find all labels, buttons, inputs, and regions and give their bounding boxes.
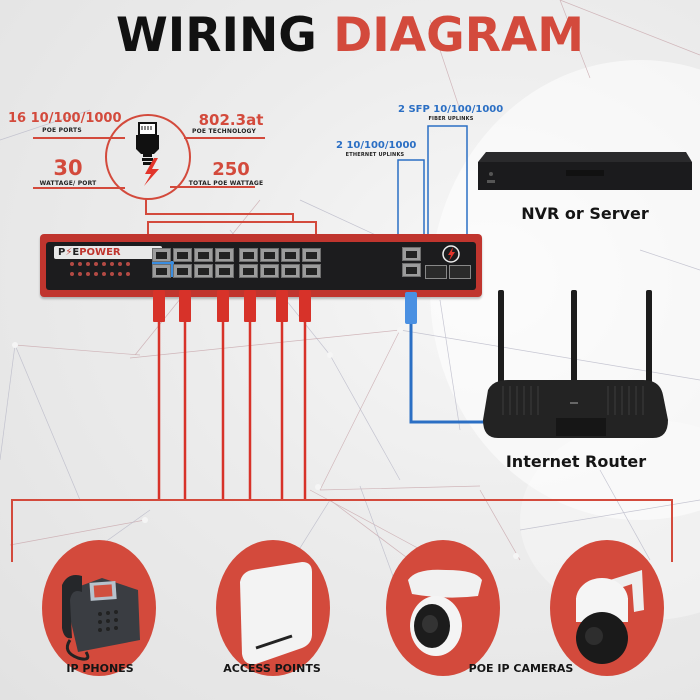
lightning-bolt-icon [442, 245, 460, 263]
nvr-label: NVR or Server [521, 204, 649, 223]
spec-total-wattage-label: TOTAL POE WATTAGE [188, 180, 264, 187]
port-status-led [86, 272, 90, 276]
spec-poe-technology-label: POE TECHNOLOGY [192, 128, 257, 135]
spec-poe-technology-value: 802.3at [198, 111, 264, 129]
uplink-ethernet-value: 2 10/100/1000 [336, 140, 417, 151]
endpoint-label-poe-ip-cameras: POE IP CAMERAS [468, 662, 574, 675]
ptz-camera-icon [576, 570, 644, 664]
poe-port-9[interactable] [152, 264, 171, 278]
uplink-sfp-label: FIBER UPLINKS [428, 116, 474, 122]
sfp-port-1[interactable] [425, 265, 447, 279]
title-part2: DIAGRAM [333, 8, 585, 63]
poe-port-11[interactable] [194, 264, 213, 278]
endpoint-label-ip-phones: IP PHONES [66, 662, 134, 675]
port-status-led [110, 272, 114, 276]
uplink-rj45-port-2[interactable] [402, 263, 421, 277]
poe-cable-plug [299, 290, 311, 322]
spec-wattage-port-label: WATTAGE/ PORT [39, 180, 97, 187]
spec-poe-ports-value: 16 10/100/1000 [8, 111, 122, 126]
port-status-led [78, 262, 82, 266]
spec-poe-ports-label: POE PORTS [42, 127, 82, 134]
poe-port-7[interactable] [281, 248, 300, 262]
router-icon [483, 290, 668, 438]
poe-port-3[interactable] [194, 248, 213, 262]
poe-port-4[interactable] [215, 248, 234, 262]
port-status-led [70, 262, 74, 266]
port-status-led [78, 272, 82, 276]
poe-port-15[interactable] [281, 264, 300, 278]
poe-port-5[interactable] [239, 248, 258, 262]
router-label: Internet Router [505, 452, 647, 471]
sfp-port-2[interactable] [449, 265, 471, 279]
dome-camera-icon [408, 569, 482, 656]
poe-port-12[interactable] [215, 264, 234, 278]
ethernet-plug-lightning-icon [136, 122, 159, 186]
endpoint-label-access-points: ACCESS POINTS [223, 662, 321, 675]
uplink-cable-plug [405, 292, 417, 324]
page-title: WIRING DIAGRAM [0, 8, 700, 63]
poe-port-14[interactable] [260, 264, 279, 278]
poe-cable-plug [217, 290, 229, 322]
port-status-led [126, 262, 130, 266]
poe-cable-plug [244, 290, 256, 322]
port-status-led [102, 262, 106, 266]
port-status-led [102, 272, 106, 276]
uplink-sfp-value: 2 SFP 10/100/1000 [398, 104, 504, 115]
port-status-led [70, 272, 74, 276]
ptz-camera-circle [550, 540, 664, 676]
poe-cable-plug [153, 290, 165, 322]
poe-port-2[interactable] [173, 248, 192, 262]
poe-cable-plug [179, 290, 191, 322]
poe-port-10[interactable] [173, 264, 192, 278]
port-status-led [110, 262, 114, 266]
title-part1: WIRING [115, 8, 317, 63]
poe-port-6[interactable] [260, 248, 279, 262]
uplink-rj45-port-1[interactable] [402, 247, 421, 261]
access-point-circle [216, 540, 330, 676]
poe-port-1[interactable] [152, 248, 171, 262]
poe-port-8[interactable] [302, 248, 321, 262]
access-point-icon [240, 562, 312, 665]
spec-center-ring [105, 114, 191, 200]
port-status-led [118, 262, 122, 266]
port-status-led [86, 262, 90, 266]
poe-port-16[interactable] [302, 264, 321, 278]
port-status-led [126, 272, 130, 276]
nvr-icon [478, 152, 692, 190]
poe-cable-plug [276, 290, 288, 322]
ip-phone-circle [42, 540, 156, 676]
port-status-led [94, 272, 98, 276]
port-status-led [118, 272, 122, 276]
poe-port-13[interactable] [239, 264, 258, 278]
switch-brand-logo: P⚡EPOWER [54, 246, 162, 259]
distribution-bus [11, 499, 673, 562]
port-status-led [94, 262, 98, 266]
uplink-ethernet-label: ETHERNET UPLINKS [345, 152, 405, 158]
spec-wattage-port-value: 30 [53, 156, 83, 180]
ip-phone-icon [62, 575, 140, 661]
dome-camera-circle [386, 540, 500, 676]
spec-total-wattage-value: 250 [212, 159, 250, 180]
